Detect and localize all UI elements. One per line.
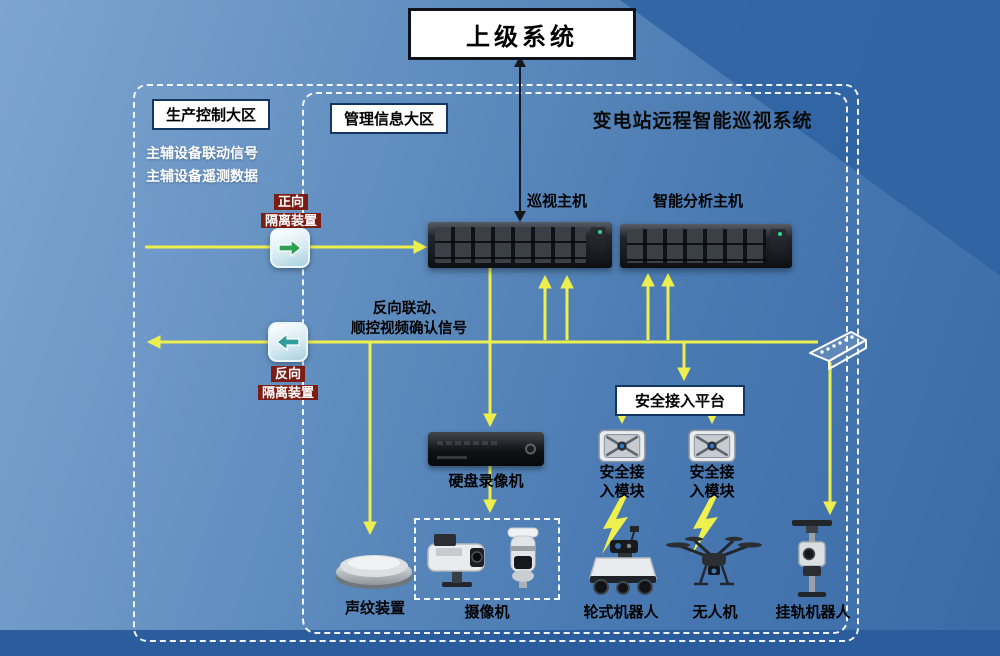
wheeled-robot-icon	[584, 524, 662, 598]
arrow-right-icon	[278, 238, 303, 258]
secure-module-2-icon	[687, 426, 737, 466]
arrow-left-icon	[275, 332, 300, 352]
telemetry-signal-text: 主辅设备遥测数据	[146, 168, 258, 184]
inspection-host-label: 巡视主机	[527, 193, 588, 210]
voiceprint-device-icon	[334, 546, 414, 592]
page-title: 变电站远程智能巡视系统	[592, 111, 813, 132]
background-bottom-strip	[0, 630, 1000, 656]
inspection-host-server-icon	[428, 222, 612, 268]
ptz-camera-icon	[422, 524, 494, 590]
rail-robot-label: 挂轨机器人	[775, 604, 851, 621]
dvr-label: 硬盘录像机	[448, 473, 524, 490]
dome-camera-icon	[500, 526, 546, 592]
secure-access-platform-box: 安全接入平台	[615, 385, 745, 416]
wheeled-robot-label: 轮式机器人	[583, 604, 659, 621]
production-zone-border	[133, 84, 859, 642]
drone-label: 无人机	[692, 604, 738, 621]
analysis-host-label: 智能分析主机	[653, 193, 744, 210]
forward-isolation-icon	[270, 228, 310, 268]
reverse-isolation-label: 反向 隔离装置	[233, 364, 343, 402]
rail-robot-icon	[782, 516, 842, 600]
secure-module-2-label: 安全接 入模块	[689, 464, 735, 500]
production-zone-label: 生产控制大区	[152, 99, 271, 130]
secure-module-1-label: 安全接 入模块	[599, 464, 645, 500]
reverse-isolation-icon	[268, 322, 308, 362]
management-zone-label: 管理信息大区	[330, 103, 449, 134]
dvr-icon	[428, 432, 544, 466]
analysis-host-server-icon	[620, 224, 792, 268]
voiceprint-label: 声纹装置	[344, 600, 405, 617]
linkage-signal-text: 主辅设备联动信号	[146, 145, 258, 161]
secure-module-1-icon	[597, 426, 647, 466]
network-switch-icon	[806, 320, 870, 372]
management-zone-border	[302, 92, 848, 634]
upper-system-label: 上级系统	[466, 23, 578, 51]
camera-group-border	[414, 518, 560, 600]
forward-isolation-label: 正向 隔离装置	[236, 192, 346, 230]
drone-icon	[664, 532, 764, 592]
reverse-confirm-text: 反向联动、 顺控视频确认信号	[351, 301, 467, 337]
camera-label: 摄像机	[464, 604, 510, 621]
upper-system-box: 上级系统	[408, 8, 636, 60]
